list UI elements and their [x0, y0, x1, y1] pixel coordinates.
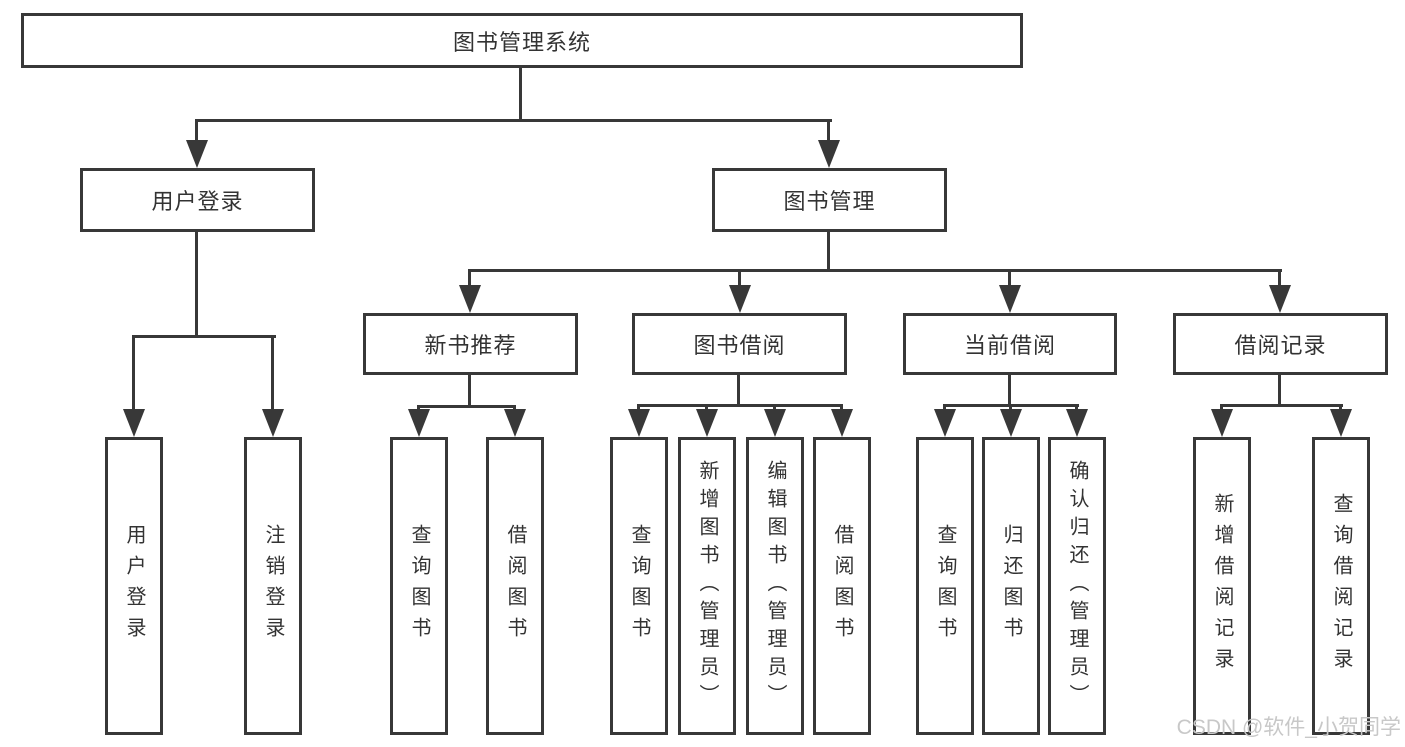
- node-label: 借阅图书: [504, 524, 526, 648]
- leaf-records-add-record: 新增借阅记录: [1193, 437, 1251, 735]
- leaf-recommend-query-book: 查询图书: [390, 437, 448, 735]
- arrow-down-icon: [696, 409, 718, 437]
- connector-line: [519, 66, 522, 122]
- leaf-borrow-borrow-book: 借阅图书: [813, 437, 871, 735]
- arrow-down-icon: [818, 140, 840, 168]
- leaf-current-return-book: 归还图书: [982, 437, 1040, 735]
- node-label: 新增图书（管理员）: [696, 460, 718, 712]
- connector-line: [195, 119, 198, 145]
- node-user-login-branch: 用户登录: [80, 168, 315, 232]
- leaf-borrow-query-book: 查询图书: [610, 437, 668, 735]
- connector-line: [737, 372, 740, 407]
- arrow-down-icon: [262, 409, 284, 437]
- connector-line: [637, 404, 843, 407]
- connector-line: [132, 335, 135, 415]
- connector-line: [468, 372, 471, 408]
- arrow-down-icon: [934, 409, 956, 437]
- node-book-borrow: 图书借阅: [632, 313, 847, 375]
- leaf-borrow-add-book-admin: 新增图书（管理员）: [678, 437, 736, 735]
- leaf-user-login: 用户登录: [105, 437, 163, 735]
- connector-line: [1278, 372, 1281, 407]
- arrow-down-icon: [1211, 409, 1233, 437]
- leaf-recommend-borrow-book: 借阅图书: [486, 437, 544, 735]
- connector-line: [1008, 372, 1011, 407]
- connector-line: [827, 119, 830, 145]
- connector-line: [827, 230, 830, 272]
- node-label: 新书推荐: [424, 333, 517, 358]
- node-borrow-records: 借阅记录: [1173, 313, 1388, 375]
- node-label: 图书管理系统: [452, 29, 591, 55]
- node-label: 图书借阅: [693, 333, 786, 358]
- node-new-book-recommend: 新书推荐: [363, 313, 578, 375]
- node-label: 用户登录: [123, 524, 145, 648]
- node-label: 新增借阅记录: [1211, 493, 1233, 679]
- arrow-down-icon: [1330, 409, 1352, 437]
- watermark: CSDN @软件_小贺同学: [1176, 716, 1401, 739]
- leaf-current-confirm-return-admin: 确认归还（管理员）: [1048, 437, 1106, 735]
- connector-line: [1278, 269, 1281, 290]
- connector-line: [417, 405, 516, 408]
- node-book-management: 图书管理: [712, 168, 947, 232]
- connector-line: [468, 269, 1282, 272]
- arrow-down-icon: [123, 409, 145, 437]
- node-label: 注销登录: [262, 524, 284, 648]
- arrow-down-icon: [1269, 285, 1291, 313]
- node-label: 图书管理: [783, 189, 876, 214]
- node-label: 借阅图书: [831, 524, 853, 648]
- arrow-down-icon: [504, 409, 526, 437]
- node-label: 查询图书: [408, 524, 430, 648]
- arrow-down-icon: [459, 285, 481, 313]
- connector-line: [132, 335, 276, 338]
- node-label: 查询图书: [934, 524, 956, 648]
- leaf-user-logout: 注销登录: [244, 437, 302, 735]
- node-label: 查询图书: [628, 524, 650, 648]
- connector-line: [1008, 269, 1011, 290]
- node-label: 确认归还（管理员）: [1066, 460, 1088, 712]
- node-label: 归还图书: [1000, 524, 1022, 648]
- node-library-system: 图书管理系统: [21, 13, 1023, 68]
- connector-line: [195, 230, 198, 338]
- arrow-down-icon: [1066, 409, 1088, 437]
- arrow-down-icon: [628, 409, 650, 437]
- arrow-down-icon: [831, 409, 853, 437]
- arrow-down-icon: [729, 285, 751, 313]
- node-label: 编辑图书（管理员）: [764, 460, 786, 712]
- connector-line: [1220, 404, 1343, 407]
- arrow-down-icon: [186, 140, 208, 168]
- leaf-records-query-record: 查询借阅记录: [1312, 437, 1370, 735]
- leaf-current-query-book: 查询图书: [916, 437, 974, 735]
- arrow-down-icon: [408, 409, 430, 437]
- connector-line: [271, 335, 274, 415]
- node-label: 当前借阅: [963, 333, 1056, 358]
- leaf-borrow-edit-book-admin: 编辑图书（管理员）: [746, 437, 804, 735]
- node-label: 用户登录: [151, 189, 244, 214]
- arrow-down-icon: [999, 285, 1021, 313]
- node-label: 查询借阅记录: [1330, 493, 1352, 679]
- connector-line: [738, 269, 741, 290]
- node-label: 借阅记录: [1234, 333, 1327, 358]
- connector-line: [195, 119, 832, 122]
- node-current-borrow: 当前借阅: [903, 313, 1117, 375]
- connector-line: [468, 269, 471, 290]
- arrow-down-icon: [1000, 409, 1022, 437]
- arrow-down-icon: [764, 409, 786, 437]
